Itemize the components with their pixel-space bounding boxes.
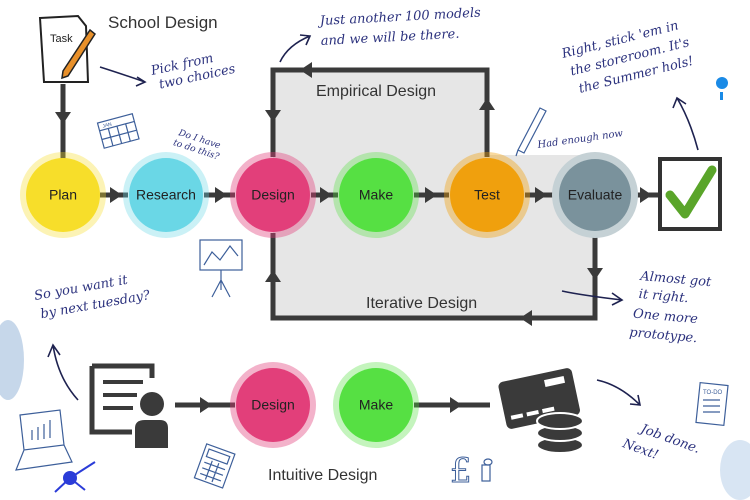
empirical-design-title: Empirical Design xyxy=(316,83,436,100)
calendar-label: JAN xyxy=(102,121,113,129)
payment-card-coins-icon xyxy=(498,368,584,454)
node-label: Plan xyxy=(49,187,77,203)
node-make-intuitive: Make xyxy=(333,362,419,448)
node-label: Design xyxy=(251,187,295,203)
school-design-title: School Design xyxy=(108,13,218,32)
node-label: Make xyxy=(359,397,393,413)
laptop-doodle-icon xyxy=(15,409,73,471)
node-make: Make xyxy=(333,152,419,238)
svg-text:Just another 100 modelsand we: Just another 100 modelsand we will be th… xyxy=(316,6,482,50)
pound-coins-doodle-icon: £ xyxy=(450,451,493,492)
note-next-tuesday: So you want itby next tuesday? xyxy=(33,269,152,323)
svg-text:So you want itby next tuesday?: So you want itby next tuesday? xyxy=(33,269,152,322)
pen-doodle-icon xyxy=(515,107,547,157)
svg-text:Almost gotit right.One morepro: Almost gotit right.One moreprototype. xyxy=(629,269,713,348)
note-100-models: Just another 100 modelsand we will be th… xyxy=(316,6,482,50)
note-storeroom: Right, stick 'em inthe storeroom. It'sth… xyxy=(559,17,695,99)
calendar-doodle-icon: JAN xyxy=(96,113,140,149)
node-label: Make xyxy=(359,187,393,203)
svg-text:Had enough now: Had enough now xyxy=(536,128,624,151)
svg-text:Right, stick 'em inthe storero: Right, stick 'em inthe storeroom. It'sth… xyxy=(559,17,695,99)
note-pick-choices: Pick fromtwo choices xyxy=(149,47,237,94)
calculator-doodle-icon xyxy=(193,443,236,489)
node-label: Test xyxy=(474,187,500,203)
node-evaluate: Evaluate xyxy=(552,152,638,238)
client-brief-icon xyxy=(89,363,168,448)
intuitive-design-title: Intuitive Design xyxy=(268,467,377,484)
todo-list-doodle-icon: TO-DO xyxy=(695,381,729,427)
node-research: Research xyxy=(123,152,209,238)
iterative-design-title: Iterative Design xyxy=(366,295,477,312)
note-had-enough: Had enough now xyxy=(536,128,624,151)
svg-text:Pick fromtwo choices: Pick fromtwo choices xyxy=(149,47,237,94)
svg-text:£: £ xyxy=(450,451,472,491)
svg-text:Job done.Next!: Job done.Next! xyxy=(620,417,702,475)
task-note-label: Task xyxy=(50,33,73,45)
checkmark-box-icon xyxy=(658,157,722,231)
node-plan: Plan xyxy=(20,152,106,238)
node-test: Test xyxy=(444,152,530,238)
todo-label: TO-DO xyxy=(703,390,723,396)
node-design: Design xyxy=(230,152,316,238)
handwritten-arrows xyxy=(47,34,699,406)
presentation-chart-doodle-icon xyxy=(199,239,243,298)
node-design-intuitive: Design xyxy=(230,362,316,448)
note-job-done: Job done.Next! xyxy=(620,417,702,475)
node-label: Research xyxy=(136,187,196,203)
ink-splat-icon xyxy=(0,77,750,500)
task-note-icon: Task xyxy=(38,14,96,83)
node-label: Evaluate xyxy=(568,187,623,203)
note-almost-right: Almost gotit right.One moreprototype. xyxy=(629,269,713,348)
node-label: Design xyxy=(251,397,295,413)
